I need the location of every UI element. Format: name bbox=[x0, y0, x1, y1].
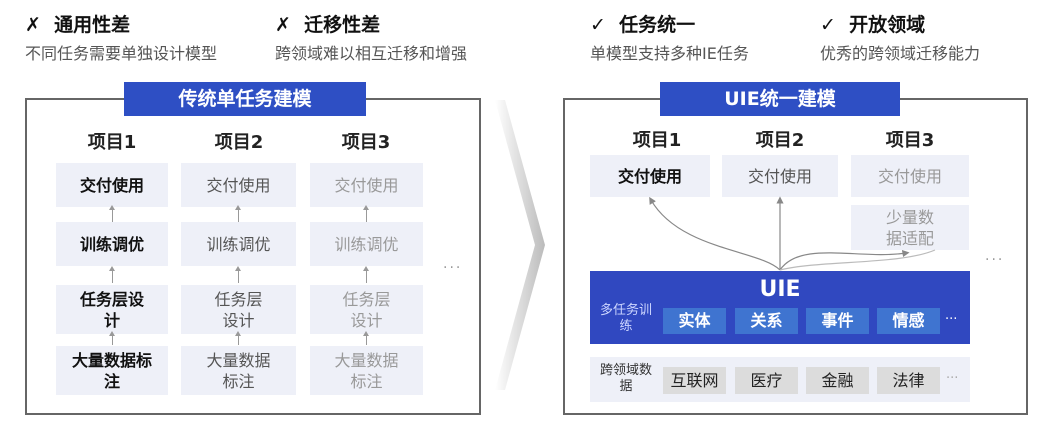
step-label: 大量数据标注 bbox=[56, 346, 168, 395]
more-dots: ··· bbox=[443, 260, 463, 276]
step-train: 训练调优 bbox=[310, 222, 423, 266]
task-chip: 情感 bbox=[877, 308, 940, 334]
tasks-more: ··· bbox=[945, 312, 958, 327]
domain-data-block: 跨领域数据 互联网 医疗 金融 法律 ··· bbox=[590, 357, 970, 402]
project-header: 项目3 bbox=[341, 132, 391, 153]
pro-heading-2: ✓ 开放领域 bbox=[820, 14, 926, 36]
more-dots: ··· bbox=[985, 252, 1005, 268]
deliver-box: 交付使用 bbox=[722, 155, 838, 197]
pro-desc-2: 优秀的跨领域迁移能力 bbox=[820, 44, 981, 63]
con-desc-1: 不同任务需要单独设计模型 bbox=[25, 44, 218, 63]
adapt-box: 少量数据适配 bbox=[851, 205, 969, 250]
domain-chip: 互联网 bbox=[663, 367, 726, 394]
deliver-box: 交付使用 bbox=[851, 155, 969, 197]
task-chip: 事件 bbox=[806, 308, 869, 334]
uie-label: UIE bbox=[759, 277, 801, 302]
domains-more: ··· bbox=[946, 371, 959, 386]
step-deliver: 交付使用 bbox=[181, 163, 296, 207]
step-deliver: 交付使用 bbox=[56, 163, 168, 207]
traditional-title: 传统单任务建模 bbox=[124, 82, 366, 116]
project-header: 项目2 bbox=[755, 130, 805, 151]
step-label: 大量数据标注 bbox=[181, 346, 296, 395]
pro-desc-1: 单模型支持多种IE任务 bbox=[590, 44, 749, 63]
step-train: 训练调优 bbox=[56, 222, 168, 266]
step-design: 任务层设计 bbox=[181, 285, 296, 334]
con-desc-2: 跨领域难以相互迁移和增强 bbox=[275, 44, 468, 63]
uie-model-block: UIE 多任务训练 实体 关系 事件 情感 ··· bbox=[590, 271, 970, 344]
uie-title: UIE统一建模 bbox=[660, 82, 900, 116]
step-deliver: 交付使用 bbox=[310, 163, 423, 207]
domain-chip: 医疗 bbox=[735, 367, 798, 394]
deliver-box: 交付使用 bbox=[590, 155, 710, 197]
step-design: 任务层设计 bbox=[310, 285, 423, 334]
step-train: 训练调优 bbox=[181, 222, 296, 266]
project-header: 项目1 bbox=[87, 132, 137, 153]
domain-label: 跨领域数据 bbox=[599, 363, 652, 394]
task-chip: 关系 bbox=[735, 308, 798, 334]
task-chip: 实体 bbox=[663, 308, 726, 334]
con-heading-2: ✗ 迁移性差 bbox=[275, 14, 381, 36]
transition-arrow-icon bbox=[495, 100, 545, 390]
project-header: 项目2 bbox=[214, 132, 264, 153]
multitask-label: 多任务训练 bbox=[599, 303, 652, 334]
pro-heading-1: ✓ 任务统一 bbox=[590, 14, 696, 36]
step-label: 大量数据标注 bbox=[310, 346, 423, 395]
step-design: 任务层设计 bbox=[56, 285, 168, 334]
con-heading-1: ✗ 通用性差 bbox=[25, 14, 131, 36]
project-header: 项目1 bbox=[632, 130, 682, 151]
domain-chip: 金融 bbox=[806, 367, 869, 394]
domain-chip: 法律 bbox=[877, 367, 940, 394]
project-header: 项目3 bbox=[885, 130, 935, 151]
